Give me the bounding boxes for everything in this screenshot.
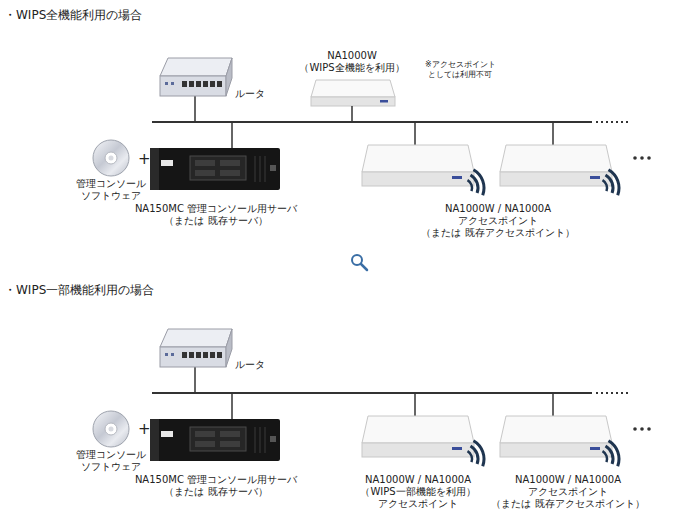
text-line: （または 既存サーバ） <box>135 215 297 227</box>
text-line: アクセスポイント <box>491 486 644 498</box>
access-point-label: NA1000W / NA1000A アクセスポイント （または 既存アクセスポイ… <box>491 474 644 510</box>
device-name: NA150MC 管理コンソール用サーバ （または 既存サーバ） <box>135 203 297 227</box>
router-label: ルータ <box>235 359 265 371</box>
plus-sign: + <box>138 150 151 168</box>
text-line: （WIPS全機能を利用） <box>299 62 404 74</box>
section-heading: ・WIPS一部機能利用の場合 <box>4 283 154 297</box>
device-name: 管理コンソール ソフトウェア <box>76 178 146 202</box>
server-label: NA150MC 管理コンソール用サーバ （または 既存サーバ） <box>135 474 297 498</box>
text-line: （または 既存アクセスポイント） <box>491 498 644 510</box>
text-line: ソフトウェア <box>76 461 146 473</box>
plus-sign: + <box>138 420 151 438</box>
text-line: としては利用不可 <box>425 70 496 80</box>
device-name: 管理コンソール ソフトウェア <box>76 449 146 473</box>
text-line: （WIPS一部機能を利用） <box>360 486 475 498</box>
device-name: ルータ <box>235 359 265 371</box>
text-line: 管理コンソール <box>76 449 146 461</box>
text-line: NA1000W / NA1000A <box>421 203 574 215</box>
network-section <box>93 329 651 466</box>
device-name: NA1000W / NA1000A （WIPS一部機能を利用） アクセスポイント <box>360 474 475 510</box>
text-line: アクセスポイント <box>360 498 475 510</box>
software-label: 管理コンソール ソフトウェア <box>76 449 146 473</box>
server-label: NA150MC 管理コンソール用サーバ （または 既存サーバ） <box>135 203 297 227</box>
text-line: 管理コンソール <box>76 178 146 190</box>
router-label: ルータ <box>235 88 265 100</box>
zoom-icon <box>352 255 367 270</box>
text-line: NA1000W <box>299 50 404 62</box>
access-point-label: NA1000W / NA1000A アクセスポイント （または 既存アクセスポイ… <box>421 203 574 239</box>
text-line: NA1000W / NA1000A <box>491 474 644 486</box>
network-section <box>93 58 651 195</box>
device-note: ※アクセスポイント としては利用不可 <box>425 60 496 80</box>
device-name: NA1000W （WIPS全機能を利用） <box>299 50 404 74</box>
text-line: （または 既存アクセスポイント） <box>421 227 574 239</box>
device-name: NA1000W / NA1000A アクセスポイント （または 既存アクセスポイ… <box>421 203 574 239</box>
text-line: NA1000W / NA1000A <box>360 474 475 486</box>
text-line: NA150MC 管理コンソール用サーバ <box>135 203 297 215</box>
device-name: ルータ <box>235 88 265 100</box>
software-label: 管理コンソール ソフトウェア <box>76 178 146 202</box>
device-name: NA150MC 管理コンソール用サーバ （または 既存サーバ） <box>135 474 297 498</box>
text-line: NA150MC 管理コンソール用サーバ <box>135 474 297 486</box>
wips-sensor-device <box>311 80 395 122</box>
text-line: アクセスポイント <box>421 215 574 227</box>
section-heading: ・WIPS全機能利用の場合 <box>4 8 142 22</box>
text-line: ※アクセスポイント <box>425 60 496 70</box>
device-name: NA1000W / NA1000A アクセスポイント （または 既存アクセスポイ… <box>491 474 644 510</box>
text-line: （または 既存サーバ） <box>135 486 297 498</box>
wips-sensor-label: NA1000W （WIPS全機能を利用）※アクセスポイント としては利用不可 <box>299 50 404 74</box>
text-line: ソフトウェア <box>76 190 146 202</box>
access-point-label: NA1000W / NA1000A （WIPS一部機能を利用） アクセスポイント <box>360 474 475 510</box>
